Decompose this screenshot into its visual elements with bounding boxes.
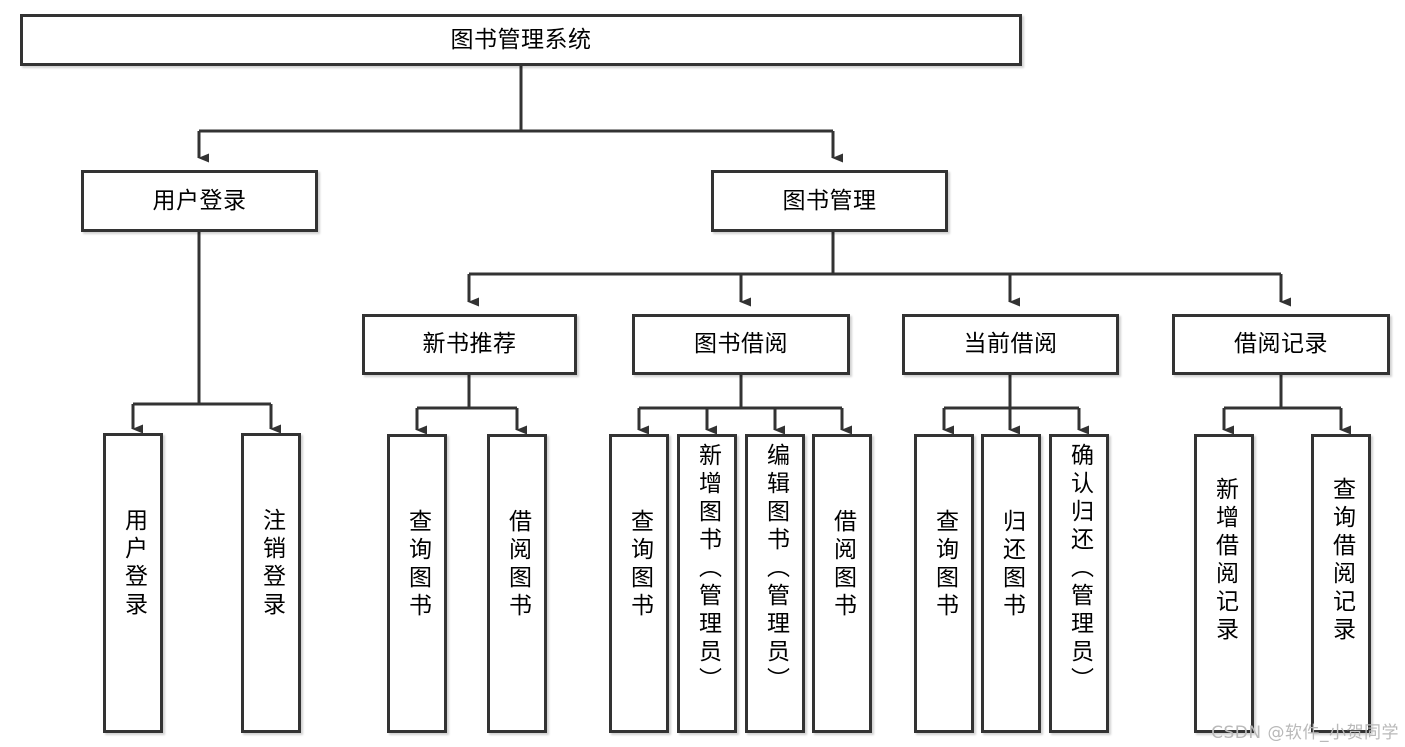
leaf-new-book-2[interactable]: 借阅图书: [487, 434, 547, 733]
leaf-user-login-2[interactable]: 注销登录: [241, 433, 301, 733]
leaf-current-borrow-1[interactable]: 查询图书: [914, 434, 974, 733]
leaf-borrow-book-1-label: 查询图书: [626, 509, 653, 621]
leaf-borrow-book-3[interactable]: 编辑图书（管理员）: [745, 434, 805, 733]
leaf-borrow-record-1-label: 新增借阅记录: [1211, 477, 1238, 645]
leaf-user-login-1[interactable]: 用户登录: [103, 433, 163, 733]
leaf-borrow-book-3-label: 编辑图书（管理员）: [762, 443, 789, 695]
node-user-login[interactable]: 用户登录: [81, 170, 318, 232]
leaf-current-borrow-2-label: 归还图书: [998, 509, 1025, 621]
node-book-borrow-label: 图书借阅: [694, 331, 788, 358]
node-new-book-recommend-label: 新书推荐: [422, 331, 517, 358]
leaf-borrow-book-2[interactable]: 新增图书（管理员）: [677, 434, 737, 733]
leaf-new-book-1[interactable]: 查询图书: [387, 434, 447, 733]
leaf-new-book-2-label: 借阅图书: [504, 509, 531, 621]
leaf-borrow-book-4-label: 借阅图书: [829, 509, 856, 621]
leaf-borrow-book-1[interactable]: 查询图书: [609, 434, 669, 733]
leaf-current-borrow-3[interactable]: 确认归还（管理员）: [1049, 434, 1109, 733]
node-root[interactable]: 图书管理系统: [20, 14, 1022, 66]
leaf-borrow-record-2-label: 查询借阅记录: [1328, 477, 1355, 645]
node-root-label: 图书管理系统: [450, 26, 592, 53]
node-new-book-recommend[interactable]: 新书推荐: [362, 314, 577, 375]
leaf-new-book-1-label: 查询图书: [404, 509, 431, 621]
leaf-current-borrow-1-label: 查询图书: [931, 509, 958, 621]
node-borrow-record-label: 借阅记录: [1234, 331, 1328, 358]
node-user-login-label: 用户登录: [152, 187, 247, 214]
leaf-user-login-1-label: 用户登录: [120, 508, 147, 620]
node-current-borrow-label: 当前借阅: [963, 331, 1058, 358]
leaf-user-login-2-label: 注销登录: [258, 508, 285, 620]
leaf-borrow-book-2-label: 新增图书（管理员）: [694, 443, 721, 695]
watermark: CSDN @软件_小贺同学: [1211, 723, 1399, 743]
leaf-current-borrow-3-label: 确认归还（管理员）: [1066, 443, 1093, 695]
leaf-borrow-book-4[interactable]: 借阅图书: [812, 434, 872, 733]
node-current-borrow[interactable]: 当前借阅: [902, 314, 1119, 375]
leaf-borrow-record-1[interactable]: 新增借阅记录: [1194, 434, 1254, 733]
node-book-management[interactable]: 图书管理: [711, 170, 948, 232]
node-borrow-record[interactable]: 借阅记录: [1172, 314, 1390, 375]
leaf-borrow-record-2[interactable]: 查询借阅记录: [1311, 434, 1371, 733]
node-book-borrow[interactable]: 图书借阅: [632, 314, 850, 375]
leaf-current-borrow-2[interactable]: 归还图书: [981, 434, 1041, 733]
node-book-management-label: 图书管理: [782, 187, 877, 214]
